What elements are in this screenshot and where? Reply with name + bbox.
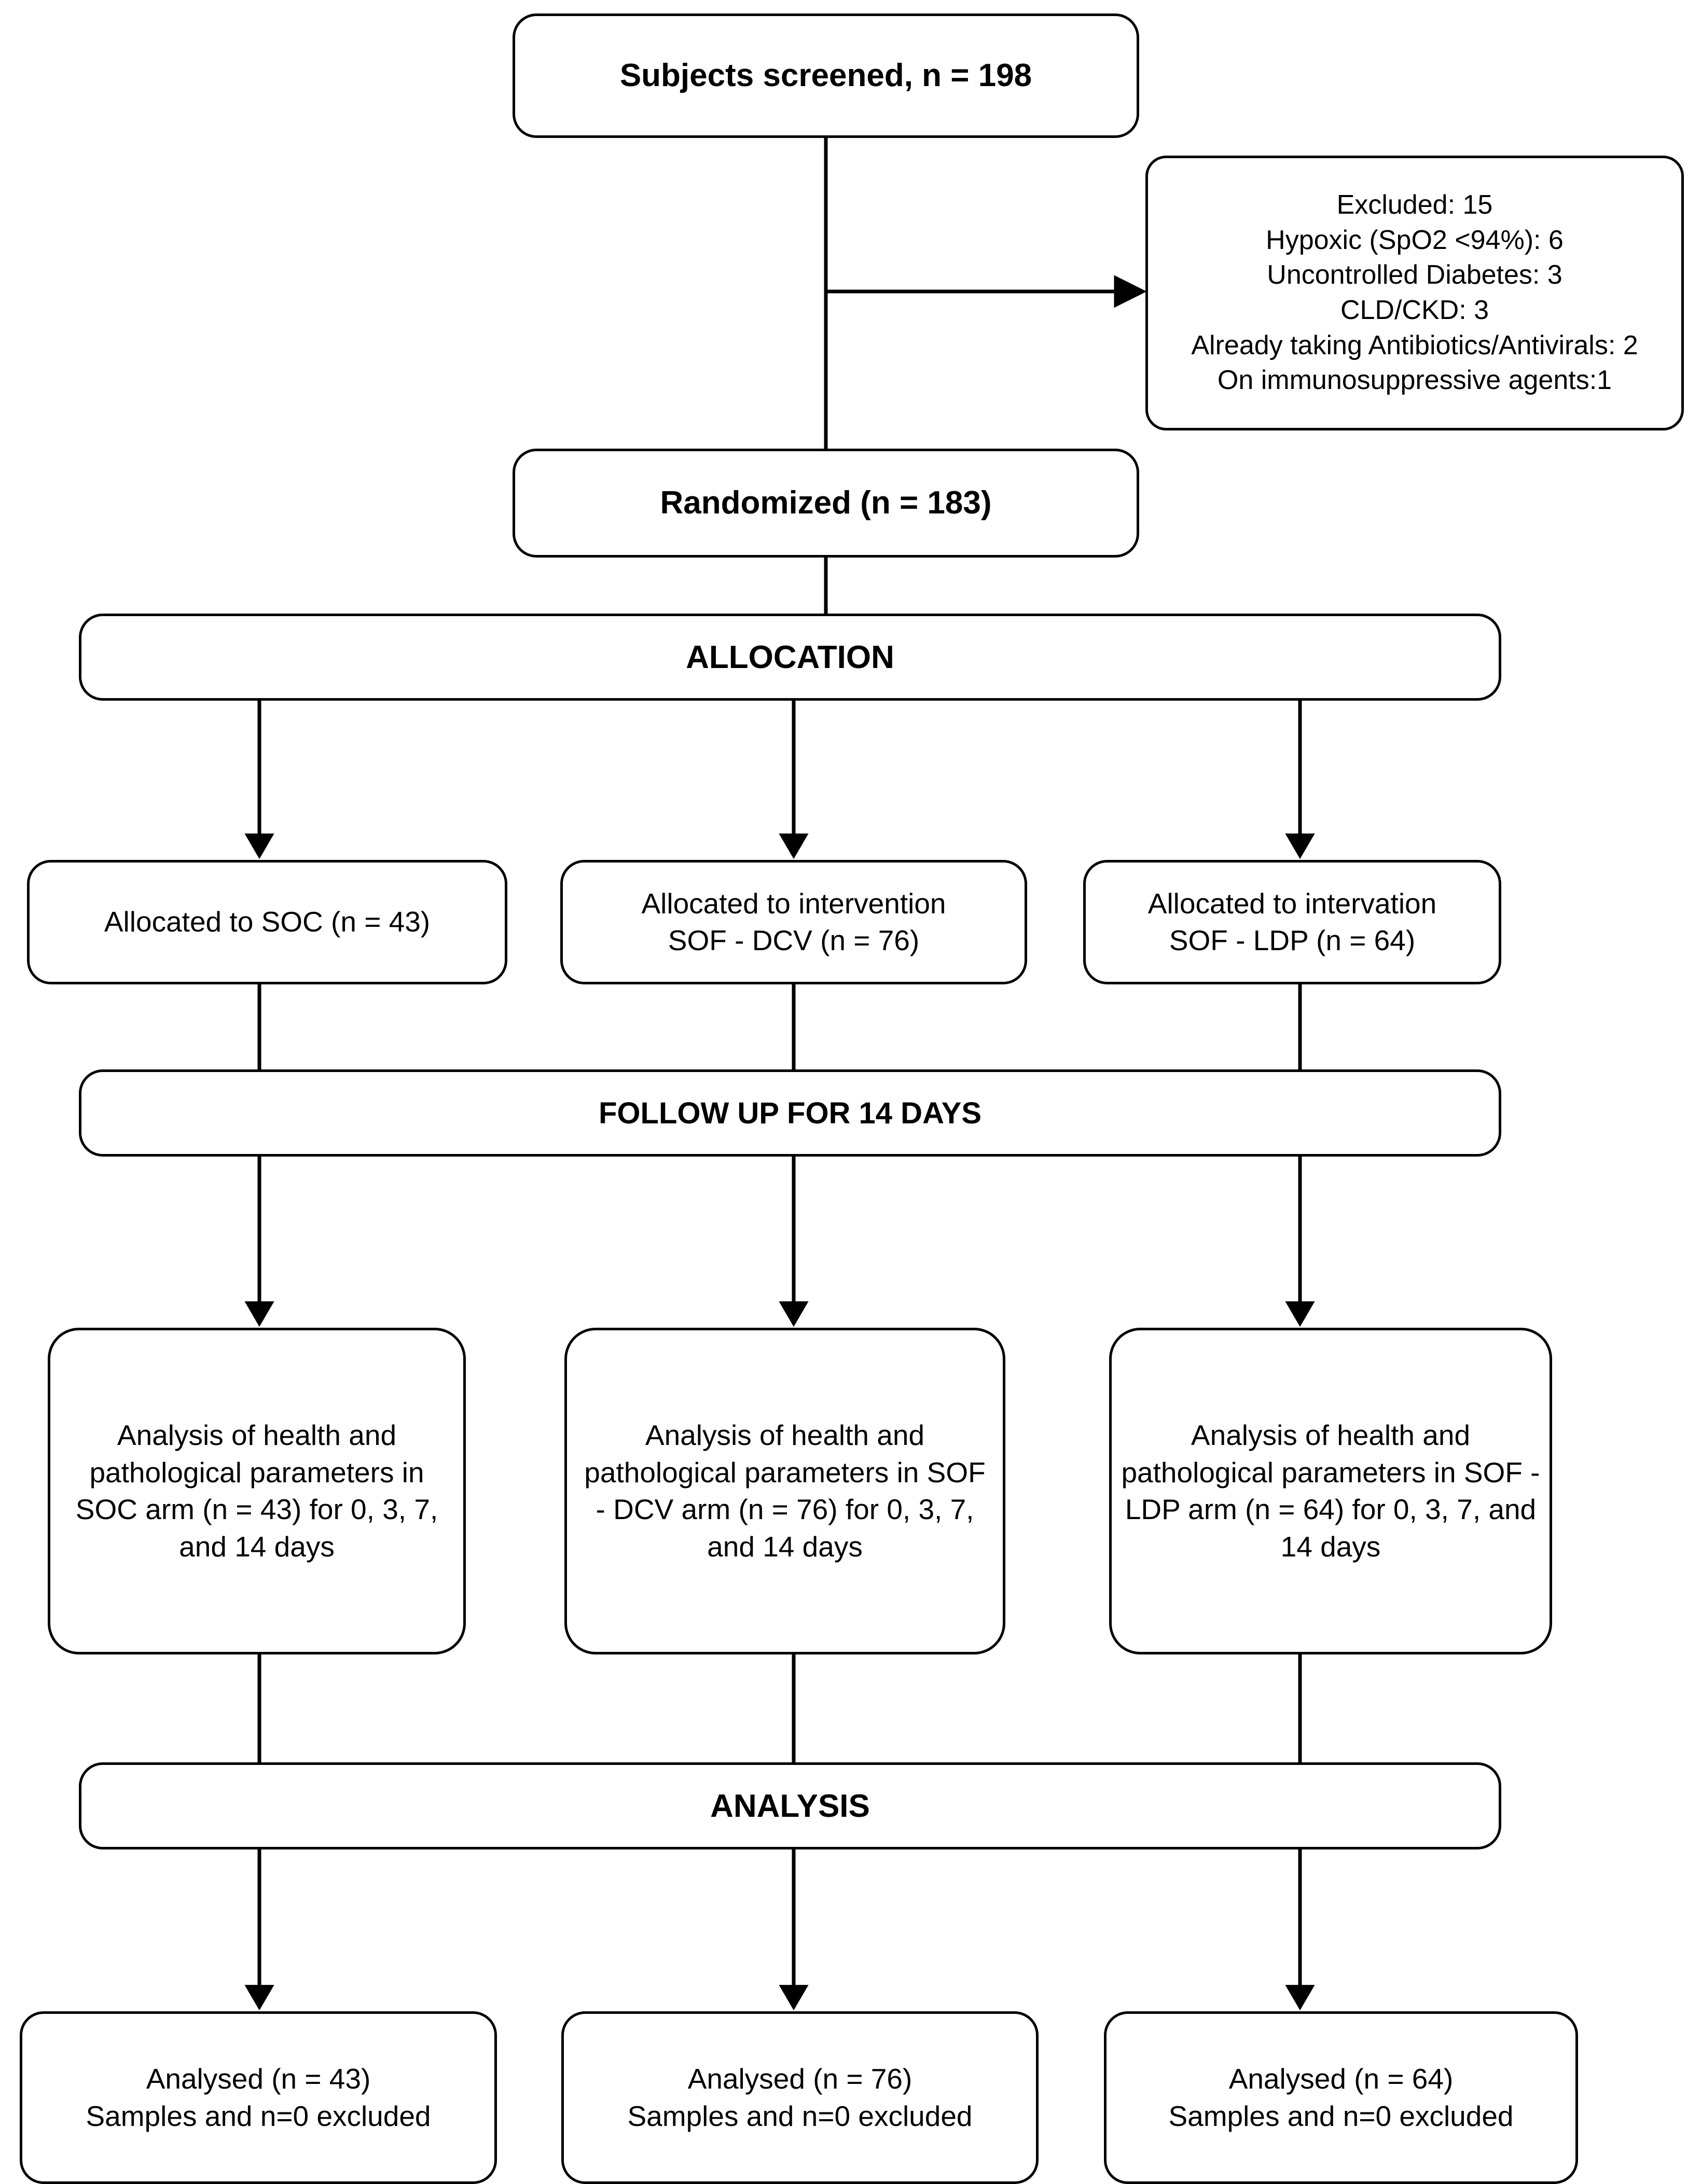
analysis-sof-ldp-label: Analysis of health and pathological para…	[1121, 1419, 1540, 1563]
node-analysis-soc[interactable]: Analysis of health and pathological para…	[48, 1328, 466, 1654]
node-analysis-sof-ldp[interactable]: Analysis of health and pathological para…	[1109, 1328, 1552, 1654]
allocated-sof-ldp-label: Allocated to intervation SOF - LDP (n = …	[1147, 887, 1437, 957]
node-allocated-sof-dcv[interactable]: Allocated to intervention SOF - DCV (n =…	[560, 860, 1027, 984]
banner-follow-up[interactable]: FOLLOW UP FOR 14 DAYS	[79, 1069, 1501, 1157]
node-analysed-sof-dcv[interactable]: Analysed (n = 76) Samples and n=0 exclud…	[561, 2011, 1039, 2184]
node-randomized[interactable]: Randomized (n = 183)	[513, 449, 1139, 558]
analysed-soc-label: Analysed (n = 43) Samples and n=0 exclud…	[86, 2063, 431, 2132]
analysis-banner-label: ANALYSIS	[710, 1788, 870, 1824]
node-analysis-sof-dcv[interactable]: Analysis of health and pathological para…	[564, 1328, 1005, 1654]
allocated-soc-label: Allocated to SOC (n = 43)	[104, 906, 431, 938]
banner-allocation[interactable]: ALLOCATION	[79, 614, 1501, 701]
analysed-sof-ldp-label: Analysed (n = 64) Samples and n=0 exclud…	[1168, 2063, 1514, 2132]
excluded-label: Excluded: 15 Hypoxic (SpO2 <94%): 6 Unco…	[1191, 190, 1638, 396]
node-excluded[interactable]: Excluded: 15 Hypoxic (SpO2 <94%): 6 Unco…	[1145, 156, 1684, 430]
allocation-banner-label: ALLOCATION	[686, 639, 894, 675]
analysis-soc-label: Analysis of health and pathological para…	[75, 1419, 438, 1563]
node-analysed-soc[interactable]: Analysed (n = 43) Samples and n=0 exclud…	[20, 2011, 497, 2184]
node-allocated-sof-ldp[interactable]: Allocated to intervation SOF - LDP (n = …	[1083, 860, 1501, 984]
analysis-sof-dcv-label: Analysis of health and pathological para…	[584, 1419, 986, 1563]
analysed-sof-dcv-label: Analysed (n = 76) Samples and n=0 exclud…	[627, 2063, 973, 2132]
allocated-sof-dcv-label: Allocated to intervention SOF - DCV (n =…	[641, 887, 946, 957]
randomized-label: Randomized (n = 183)	[660, 484, 992, 521]
banner-analysis[interactable]: ANALYSIS	[79, 1762, 1501, 1849]
node-analysed-sof-ldp[interactable]: Analysed (n = 64) Samples and n=0 exclud…	[1104, 2011, 1578, 2184]
subjects-screened-label: Subjects screened, n = 198	[619, 57, 1032, 93]
node-allocated-soc[interactable]: Allocated to SOC (n = 43)	[27, 860, 507, 984]
follow-up-banner-label: FOLLOW UP FOR 14 DAYS	[599, 1096, 981, 1130]
node-subjects-screened[interactable]: Subjects screened, n = 198	[513, 13, 1139, 138]
